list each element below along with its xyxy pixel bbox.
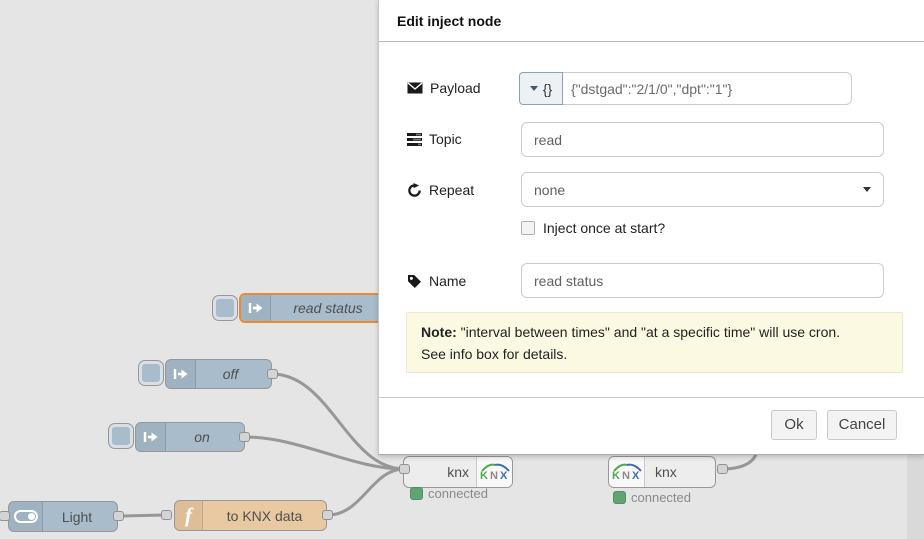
toggle-switch-icon [9, 502, 43, 531]
inject-trigger-button[interactable] [139, 361, 163, 385]
wire-func-to-knx [326, 467, 406, 517]
chevron-down-icon [863, 187, 871, 192]
node-label: knx [447, 464, 469, 480]
port-out-off[interactable] [267, 369, 278, 379]
payload-label: Payload [407, 80, 481, 96]
node-label: to KNX data [226, 507, 303, 524]
node-label: read status [293, 300, 363, 316]
chevron-down-icon [529, 86, 538, 91]
svg-text:X: X [632, 470, 640, 482]
note-line1: Note: "interval between times" and "at a… [421, 324, 841, 340]
inject-once-label: Inject once at start? [543, 220, 666, 236]
svg-text:X: X [500, 470, 508, 482]
svg-text:K: K [612, 470, 620, 482]
topic-input[interactable] [521, 122, 884, 157]
status-knx-out: connected [613, 490, 691, 505]
inject-trigger-button[interactable] [213, 296, 237, 320]
node-label: Light [61, 508, 93, 525]
canvas-right-shade [907, 455, 924, 539]
node-label: knx [655, 464, 677, 480]
node-inject-off[interactable]: off [165, 359, 272, 389]
port-in-light[interactable] [0, 511, 10, 521]
knx-logo-icon: K N X [476, 457, 512, 487]
inject-once-row: Inject once at start? [521, 220, 665, 236]
port-out-knx[interactable] [717, 464, 728, 474]
port-out-light[interactable] [113, 511, 124, 521]
name-label: Name [407, 273, 466, 289]
svg-text:N: N [490, 470, 498, 482]
tasks-icon [407, 132, 422, 146]
payload-typed-input: {} [519, 72, 852, 105]
function-icon: f [175, 501, 203, 530]
node-light[interactable]: Light [8, 501, 118, 532]
port-in-func[interactable] [161, 510, 172, 520]
name-input[interactable] [521, 263, 884, 298]
node-inject-read-status[interactable]: read status [239, 293, 393, 323]
status-dot-connected [613, 491, 626, 504]
dialog-title: Edit inject node [379, 0, 924, 42]
knx-logo-icon: K N X [609, 457, 645, 487]
ok-button[interactable]: Ok [771, 410, 817, 440]
button-divider [379, 397, 924, 398]
node-knx-out[interactable]: K N X knx [608, 456, 716, 488]
inject-trigger-button[interactable] [109, 424, 133, 448]
port-out-on[interactable] [239, 432, 250, 442]
node-label: on [194, 429, 210, 445]
svg-text:N: N [622, 470, 630, 482]
note-box: Note: "interval between times" and "at a… [406, 312, 903, 373]
port-in-knx[interactable] [399, 464, 410, 474]
inject-arrow-icon [166, 360, 196, 388]
node-knx-in[interactable]: knx K N X [403, 456, 513, 488]
tag-icon [408, 274, 421, 288]
wire-off-to-knx [270, 372, 406, 471]
status-knx-in: connected [410, 486, 488, 501]
status-dot-connected [410, 487, 423, 500]
wire-on-to-knx [243, 435, 406, 471]
svg-text:K: K [480, 470, 488, 482]
repeat-icon [408, 182, 421, 197]
wire-light-to-func [118, 513, 166, 518]
repeat-label: Repeat [407, 182, 474, 198]
repeat-select[interactable]: none [521, 172, 884, 207]
inject-once-checkbox[interactable] [521, 221, 535, 235]
inject-arrow-icon [136, 423, 166, 451]
port-out-func[interactable] [322, 510, 333, 520]
payload-input[interactable] [563, 72, 852, 105]
envelope-icon [407, 82, 423, 94]
topic-label: Topic [407, 131, 462, 147]
edit-inject-node-dialog: Edit inject node Payload {} Topic [378, 0, 924, 455]
inject-arrow-icon [241, 295, 271, 321]
node-inject-on[interactable]: on [135, 422, 245, 452]
payload-type-button[interactable]: {} [519, 72, 563, 105]
node-label: off [222, 366, 239, 382]
node-function-to-knx-data[interactable]: f to KNX data [174, 500, 327, 531]
note-line2: See info box for details. [421, 346, 568, 362]
cancel-button[interactable]: Cancel [827, 410, 897, 440]
